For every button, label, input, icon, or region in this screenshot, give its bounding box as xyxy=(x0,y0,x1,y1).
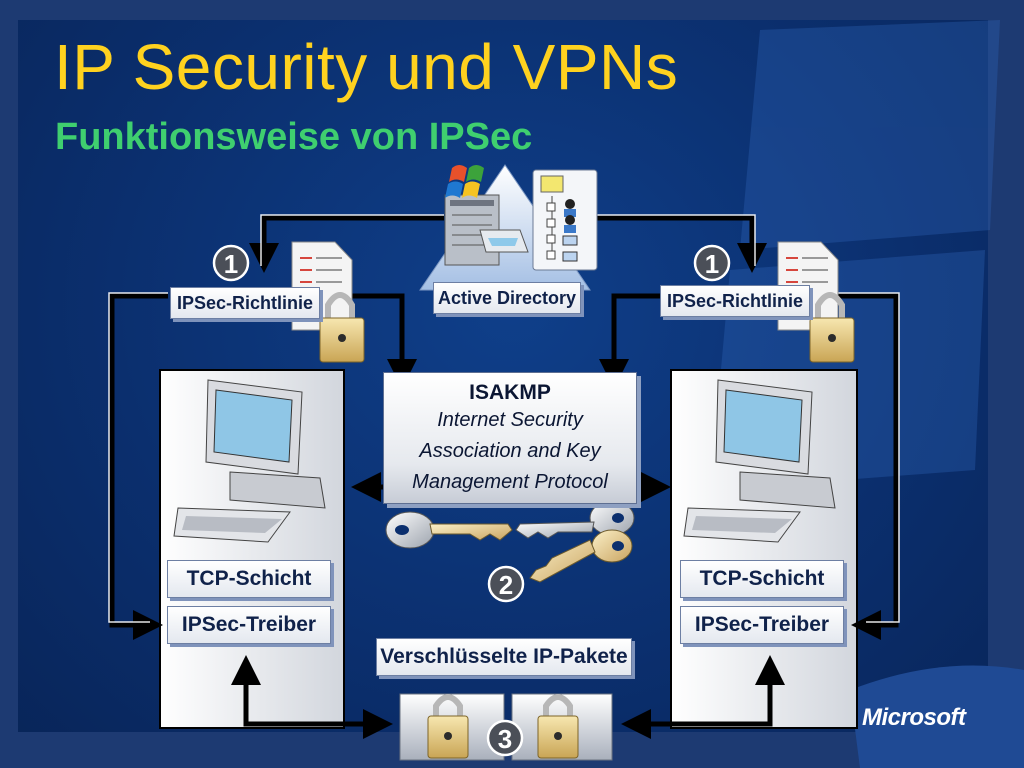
step-badge-1-right: 1 xyxy=(693,244,731,282)
slide-subtitle: Funktionsweise von IPSec xyxy=(55,116,533,158)
directory-tree-icon xyxy=(532,169,598,271)
isakmp-title: ISAKMP xyxy=(469,381,551,404)
svg-text:1: 1 xyxy=(224,249,238,279)
frame-left xyxy=(0,0,18,768)
tcp-layer-right: TCP-Schicht xyxy=(680,560,844,598)
svg-text:3: 3 xyxy=(498,724,512,754)
key-icon xyxy=(385,511,513,549)
policy-label-right: IPSec-Richtlinie xyxy=(660,285,810,317)
step-badge-2: 2 xyxy=(487,565,525,603)
frame-right xyxy=(988,0,1024,768)
svg-text:1: 1 xyxy=(705,249,719,279)
svg-text:2: 2 xyxy=(499,570,513,600)
tcp-layer-left: TCP-Schicht xyxy=(167,560,331,598)
step-badge-3: 3 xyxy=(486,719,524,757)
isakmp-line-1: Internet Security xyxy=(437,409,583,431)
key-icon xyxy=(515,500,635,539)
microsoft-logo: Microsoft xyxy=(862,704,966,731)
isakmp-description: Internet Security Association and Key Ma… xyxy=(384,405,636,498)
isakmp-line-3: Management Protocol xyxy=(412,471,608,493)
padlock-icon xyxy=(319,292,365,363)
frame-top xyxy=(0,0,1024,20)
key-icon xyxy=(529,529,633,583)
windows-flag-icon xyxy=(445,165,484,198)
padlock-icon xyxy=(427,694,469,759)
isakmp-box: ISAKMP Internet Security Association and… xyxy=(383,372,637,504)
ipsec-driver-left: IPSec-Treiber xyxy=(167,606,331,644)
computer-icon xyxy=(683,379,836,543)
encrypted-packets-label: Verschlüsselte IP-Pakete xyxy=(376,638,632,676)
policy-label-left: IPSec-Richtlinie xyxy=(170,287,320,319)
active-directory-label: Active Directory xyxy=(433,282,581,314)
corner-swoosh xyxy=(850,665,1024,768)
padlock-icon xyxy=(537,694,579,759)
connector-policy-lines xyxy=(109,215,899,739)
isakmp-line-2: Association and Key xyxy=(419,440,601,462)
ipsec-driver-right: IPSec-Treiber xyxy=(680,606,844,644)
slide-title: IP Security und VPNs xyxy=(54,31,679,103)
padlock-icon xyxy=(809,292,855,363)
computer-icon xyxy=(173,379,326,543)
step-badge-1-left: 1 xyxy=(212,244,250,282)
connector-highlights xyxy=(108,214,900,623)
